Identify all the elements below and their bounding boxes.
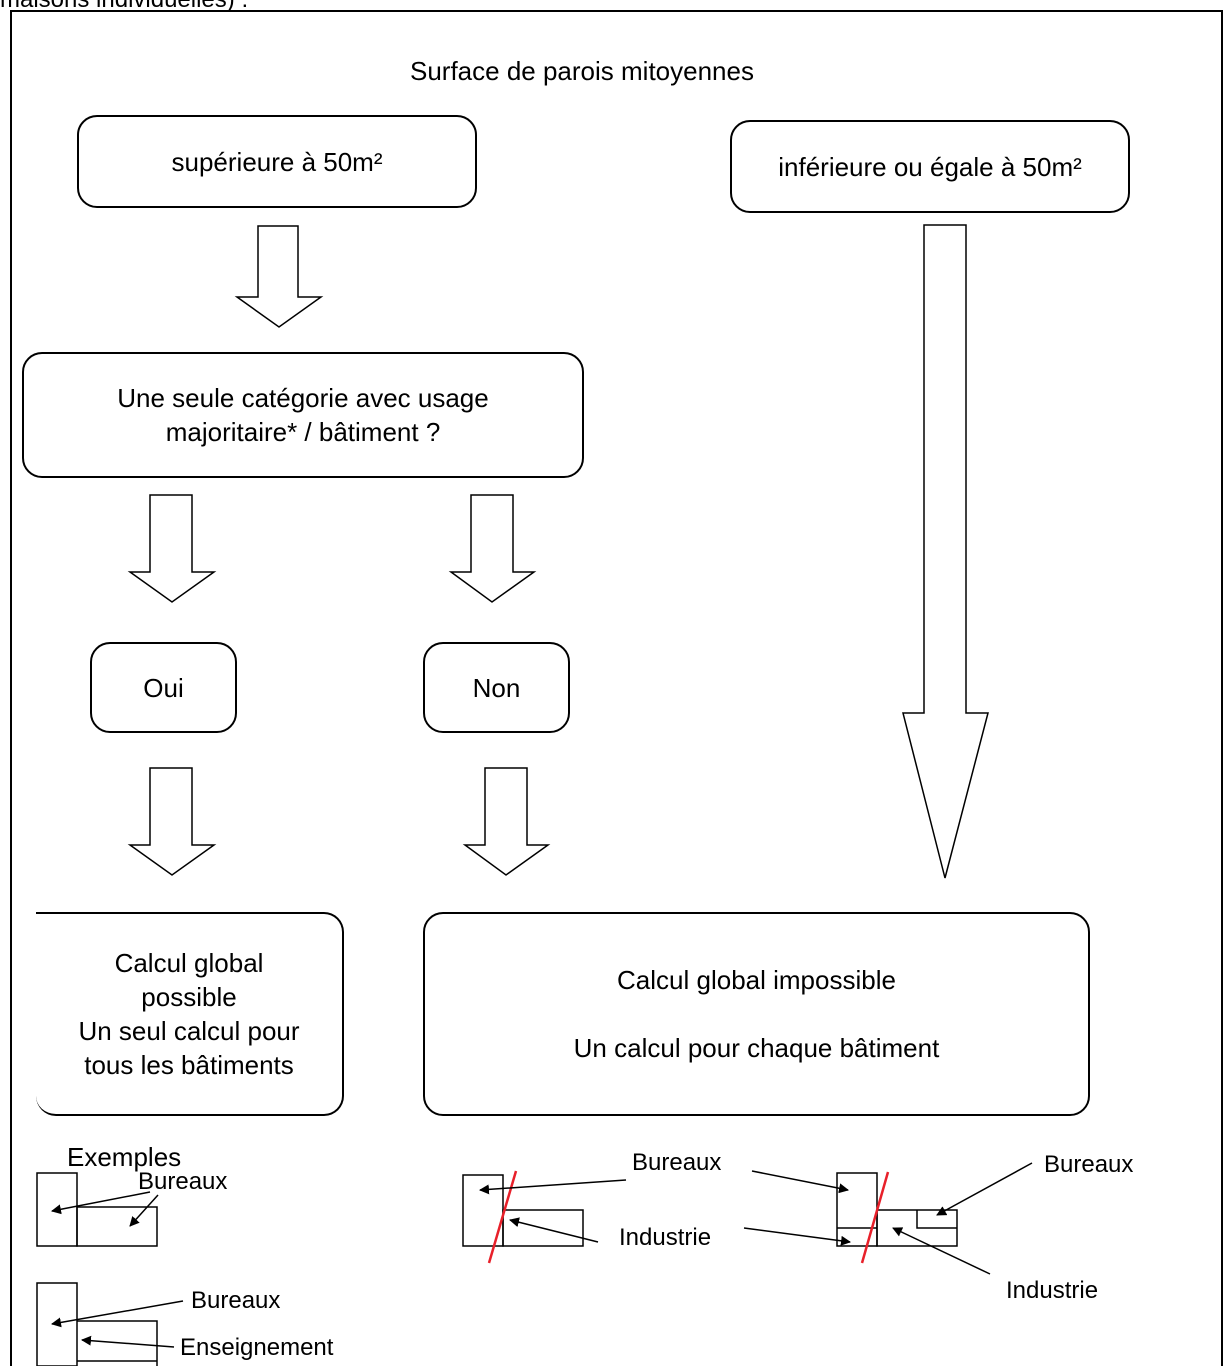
example-4-pointer-a	[751, 1170, 849, 1194]
example-3-pointer-a	[479, 1179, 627, 1195]
box-inferieure-label: inférieure ou égale à 50m²	[778, 151, 1082, 182]
box-global-impossible: Calcul global impossible Un calcul pour …	[423, 912, 1090, 1116]
example-1-pointer-a	[51, 1191, 151, 1215]
box-inferieure: inférieure ou égale à 50m²	[730, 120, 1130, 213]
example-4-pointer-b	[936, 1162, 1033, 1216]
example-2-label-enseignement: Enseignement	[180, 1334, 334, 1361]
example-4-pointer-d	[892, 1227, 991, 1275]
diagram-frame	[10, 10, 1223, 1366]
box-oui-label: Oui	[143, 672, 184, 703]
header-text: maisons individuelles) :	[0, 0, 248, 14]
arrow-superieure-to-question	[234, 225, 324, 328]
box-non-label: Non	[472, 672, 521, 703]
arrow-inferieure-to-impossible	[902, 224, 989, 879]
example-4-label-industrie: Industrie	[1006, 1277, 1099, 1304]
box-global-possible: Calcul global possible Un seul calcul po…	[36, 912, 344, 1116]
example-3-label-industrie: Industrie	[619, 1224, 712, 1251]
example-2-label-bureaux: Bureaux	[191, 1287, 281, 1314]
box-global-impossible-line2: Un calcul pour chaque bâtiment	[573, 1033, 940, 1063]
box-question-line2: majoritaire* / bâtiment ?	[165, 417, 441, 447]
box-oui: Oui	[90, 642, 237, 733]
box-question-line1: Une seule catégorie avec usage	[117, 383, 489, 413]
box-global-possible-line3: Un seul calcul pour	[78, 1016, 300, 1046]
arrow-question-to-non	[448, 494, 537, 603]
example-1-sketch	[36, 1172, 158, 1247]
example-4-pointer-c	[743, 1227, 851, 1246]
example-2-pointer-b	[81, 1335, 175, 1348]
box-question: Une seule catégorie avec usage majoritai…	[22, 352, 584, 478]
arrow-question-to-oui	[127, 494, 217, 603]
example-3-label-bureaux: Bureaux	[632, 1149, 722, 1176]
box-global-possible-line2: possible	[141, 982, 237, 1012]
box-global-impossible-line1: Calcul global impossible	[617, 965, 896, 995]
box-superieure-label: supérieure à 50m²	[171, 146, 383, 177]
example-3-pointer-b	[509, 1217, 599, 1243]
box-global-possible-line4: tous les bâtiments	[84, 1050, 294, 1080]
arrow-oui-to-possible	[127, 767, 217, 876]
box-superieure: supérieure à 50m²	[77, 115, 477, 208]
diagram-title: Surface de parois mitoyennes	[410, 56, 754, 86]
example-3-sketch	[462, 1174, 584, 1247]
example-3-separator	[487, 1170, 518, 1264]
box-non: Non	[423, 642, 570, 733]
example-4-sketch	[836, 1172, 958, 1247]
example-1-label: Bureaux	[138, 1168, 228, 1195]
example-2-sketch	[36, 1282, 158, 1366]
example-4-separator	[860, 1171, 890, 1264]
box-global-possible-line1: Calcul global	[114, 948, 264, 978]
examples-heading: Exemples	[67, 1142, 182, 1172]
arrow-non-to-impossible	[462, 767, 551, 876]
example-1-pointer-b	[129, 1194, 159, 1227]
example-2-pointer-a	[51, 1300, 184, 1328]
example-4-label-bureaux: Bureaux	[1044, 1151, 1134, 1178]
